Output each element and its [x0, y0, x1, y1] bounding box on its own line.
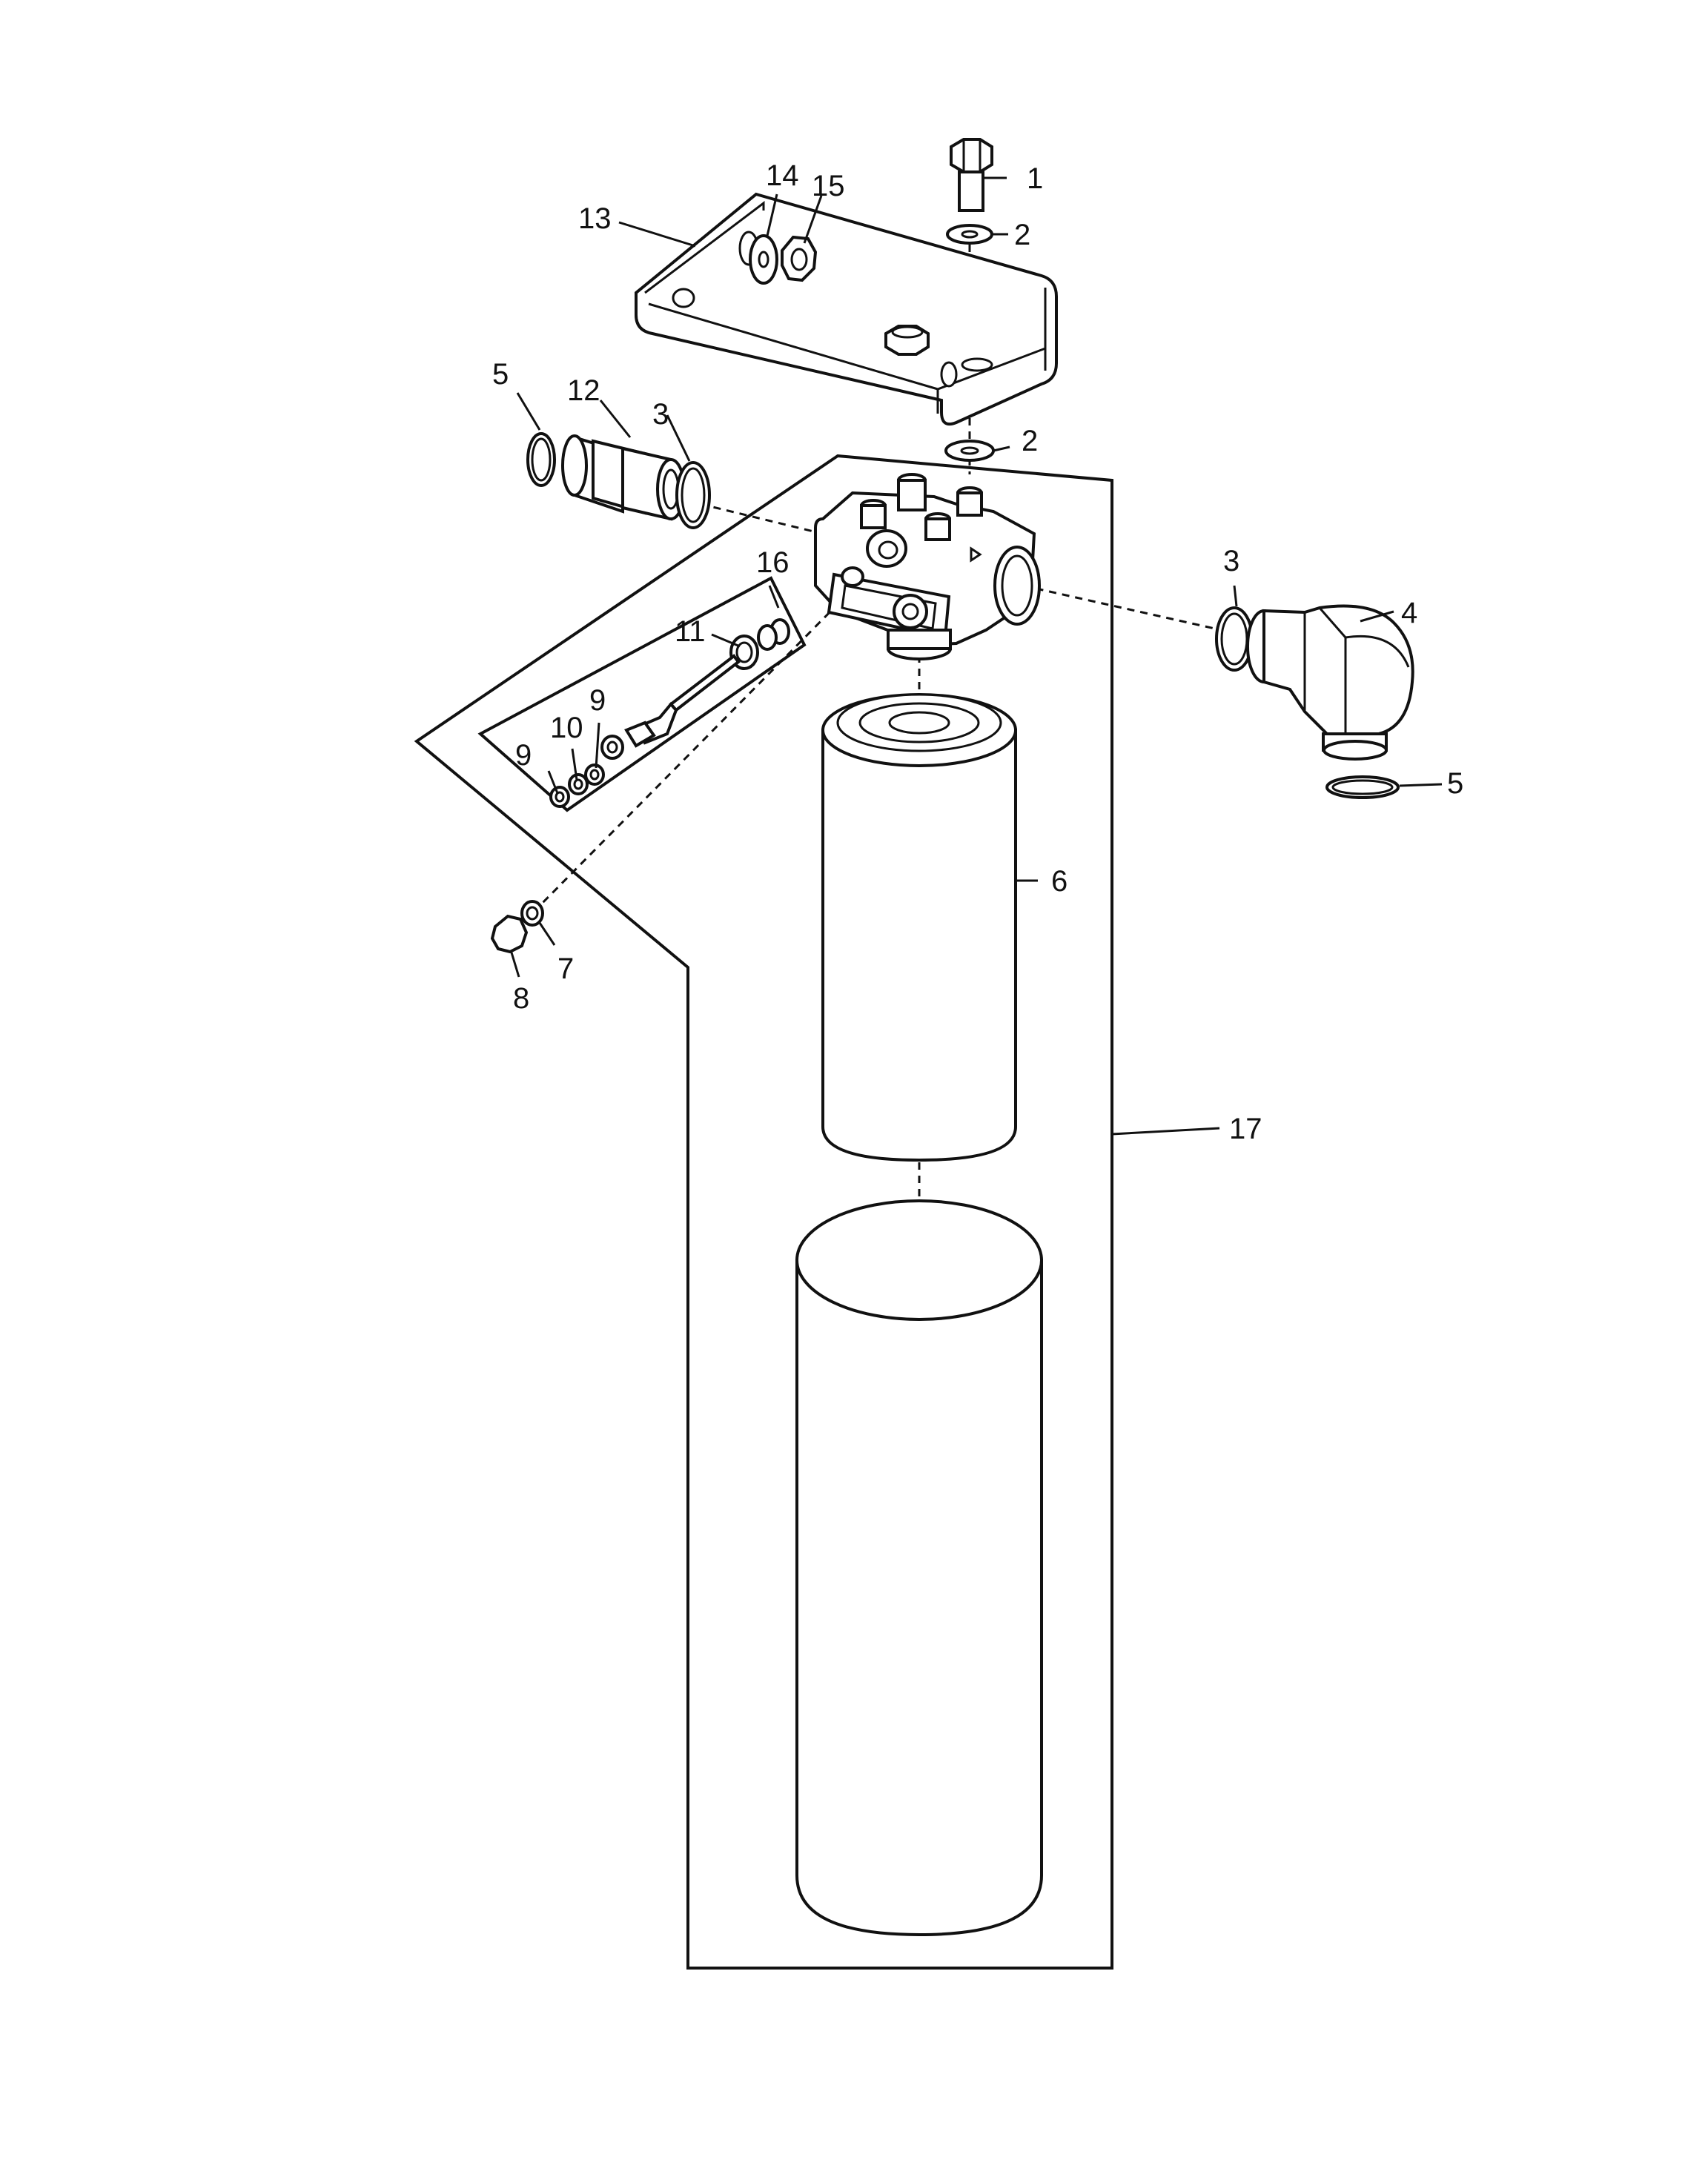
callout-15: 15 — [812, 170, 845, 202]
callout-11: 11 — [675, 615, 706, 648]
callout-3-right: 3 — [1223, 545, 1239, 577]
callout-4: 4 — [1401, 597, 1417, 629]
callout-9-lower: 9 — [515, 739, 532, 772]
bypass-valve-parts — [549, 618, 790, 808]
callout-10: 10 — [550, 712, 583, 744]
callout-14: 14 — [766, 159, 799, 192]
callout-5-right: 5 — [1447, 767, 1463, 800]
flat-washer — [749, 234, 778, 285]
bolt-part — [950, 138, 993, 212]
callout-6: 6 — [1051, 865, 1068, 898]
o-ring-left-inner — [531, 437, 552, 482]
callout-17: 17 — [1229, 1113, 1262, 1145]
callout-2-upper: 2 — [1014, 219, 1030, 251]
callout-16: 16 — [756, 546, 790, 579]
o-ring-3-left-inner — [681, 467, 706, 523]
washer-lower — [944, 440, 995, 462]
callout-1: 1 — [1027, 162, 1043, 195]
axis-outlet — [1022, 584, 1239, 635]
o-ring-3-right-inner — [1220, 612, 1248, 666]
leader-lines — [510, 176, 1443, 1136]
washer-upper — [946, 224, 993, 245]
callout-12: 12 — [567, 374, 600, 407]
filter-cartridge — [795, 1199, 1043, 1937]
callout-13: 13 — [578, 202, 612, 235]
callout-8: 8 — [513, 982, 529, 1015]
elbow-fitting — [1246, 604, 1414, 761]
callout-2-lower: 2 — [1022, 425, 1038, 457]
subkit-outline — [477, 576, 807, 812]
filter-element — [821, 693, 1017, 1162]
adapter-fitting — [561, 434, 686, 521]
callout-5-left: 5 — [492, 358, 509, 391]
callout-3-left: 3 — [652, 398, 669, 431]
mounting-bracket — [635, 192, 1058, 426]
drain-plug — [490, 900, 544, 954]
kit-outline — [414, 454, 1113, 1970]
o-ring-right-inner — [1331, 779, 1394, 795]
filter-head — [814, 473, 1041, 660]
axis-plug — [532, 603, 839, 913]
callout-7: 7 — [557, 953, 574, 985]
hex-nut — [781, 235, 818, 282]
callout-9-upper: 9 — [589, 684, 606, 717]
